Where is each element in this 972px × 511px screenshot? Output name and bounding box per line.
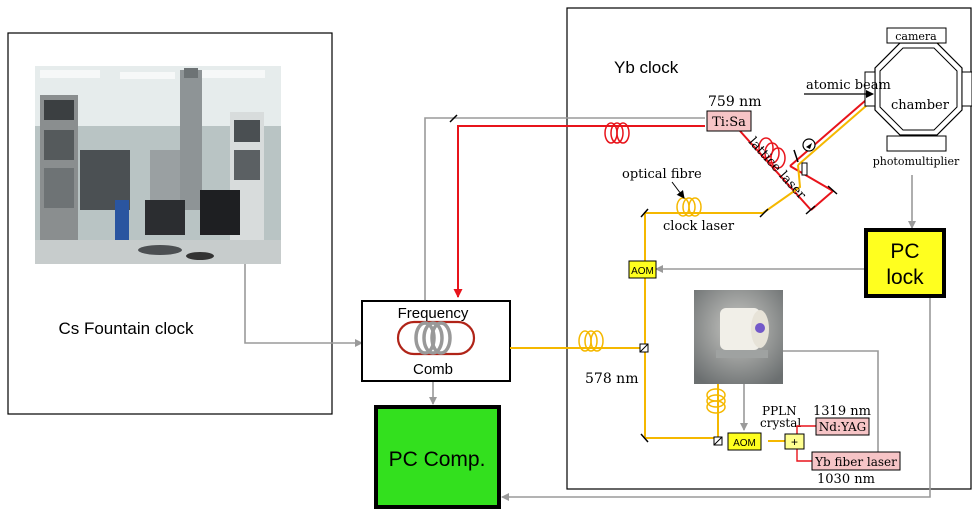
sum-frequency-box xyxy=(784,433,805,450)
comb-bottom-label: Comb xyxy=(413,361,453,378)
comb-top-label: Frequency xyxy=(398,305,469,322)
yb-clock-title: Yb clock xyxy=(614,58,679,77)
aom-upper-box xyxy=(628,260,657,279)
ndyag-box xyxy=(815,417,870,436)
chamber-label: chamber xyxy=(891,98,950,113)
pc-lock-line2: lock xyxy=(886,266,924,289)
aom-lower-box xyxy=(727,432,762,451)
pc-lock-line1: PC xyxy=(890,240,919,263)
yb-clock-box xyxy=(566,7,972,490)
tisa-label: Ti:Sa xyxy=(712,115,746,130)
pc-lock-box: PC lock xyxy=(864,228,946,298)
signal-lines xyxy=(244,117,931,501)
cs-lab-photo xyxy=(35,66,281,264)
atomic-beam-label: atomic beam xyxy=(806,78,891,93)
waveplate xyxy=(801,162,808,176)
wavelength-578: 578 nm xyxy=(585,371,638,387)
pc-comp-box: PC Comp. xyxy=(374,405,501,509)
camera-label: camera xyxy=(895,30,937,43)
vacuum-chamber xyxy=(864,27,972,152)
cs-fountain-label: Cs Fountain clock xyxy=(58,319,194,338)
ule-cavity-photo xyxy=(694,290,783,384)
frequency-comb-box: Frequency Comb xyxy=(361,300,511,382)
wavelength-759: 759 nm xyxy=(708,94,761,110)
aom-upper-label: AOM xyxy=(631,266,654,277)
pc-comp-label: PC Comp. xyxy=(389,448,486,471)
optical-fibre-label: optical fibre xyxy=(622,167,702,182)
cs-fountain-clock-box: Cs Fountain clock xyxy=(7,32,333,415)
wavelength-1030: 1030 nm xyxy=(817,472,875,487)
pump-beams xyxy=(796,425,816,462)
mirrors xyxy=(449,114,838,443)
tisa-laser-box xyxy=(706,110,752,132)
yb-fiber-laser-box xyxy=(811,451,901,471)
ppln-line1: PPLN xyxy=(762,404,797,418)
aom-lower-label: AOM xyxy=(733,438,756,449)
ppln-line2: crystal xyxy=(760,416,801,430)
wavelength-1319: 1319 nm xyxy=(813,404,871,419)
ndyag-label: Nd:YAG xyxy=(819,420,866,434)
yb-fiber-laser-label: Yb fiber laser xyxy=(814,455,897,469)
sum-symbol: + xyxy=(791,435,798,449)
photomultiplier-label: photomultiplier xyxy=(873,155,960,168)
clock-laser-label: clock laser xyxy=(663,219,735,234)
